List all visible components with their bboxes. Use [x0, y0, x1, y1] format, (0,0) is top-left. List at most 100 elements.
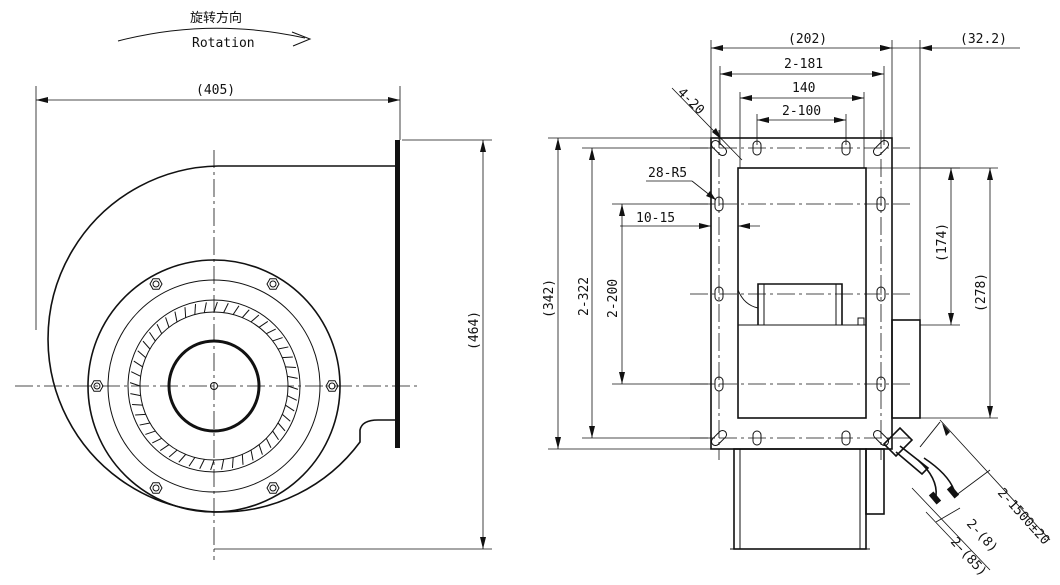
impeller-blade — [265, 438, 272, 448]
impeller-blade — [184, 307, 187, 318]
dim-corner-slot: 4-20 — [671, 85, 743, 161]
rotation-annotation: 旋转方向 Rotation — [117, 10, 312, 51]
dim-cable-length: 2-1500±20 — [939, 419, 1052, 548]
impeller-blade — [199, 459, 205, 469]
housing-body — [733, 448, 867, 550]
dim-inner-height: 2-200 — [606, 203, 712, 385]
impeller-blade — [266, 328, 276, 335]
impeller-blade — [131, 371, 141, 377]
bolt-nut-icon — [149, 482, 163, 494]
impeller-blade — [139, 422, 151, 426]
impeller-blade — [188, 457, 196, 467]
dim-wire-lengths: 2-(8) 2-(85) — [911, 487, 1000, 580]
impeller-blade — [152, 437, 162, 444]
impeller-blade — [129, 382, 141, 387]
dim-inner-span: 2-100 — [756, 104, 847, 145]
corner-slot-hole — [710, 139, 728, 157]
impeller-blade — [223, 303, 229, 313]
motor-end — [865, 448, 885, 515]
hole-span-text: 140 — [792, 81, 815, 96]
rotation-label-en: Rotation — [192, 36, 255, 51]
impeller-blade — [287, 375, 298, 379]
impeller-blade — [156, 324, 163, 334]
offset-text: (32.2) — [960, 32, 1007, 47]
impeller-blade — [159, 444, 170, 451]
cable-wire-1 — [917, 459, 937, 497]
rotation-label-cn: 旋转方向 — [190, 10, 242, 26]
dim-slot-length: 10-15 — [620, 211, 760, 229]
impeller-blade — [149, 331, 156, 342]
side-view: (202) (32.2) 2-181 140 — [542, 32, 1052, 580]
impeller-blade — [277, 346, 289, 350]
motor-block — [757, 283, 843, 325]
front-height-text: (464) — [467, 311, 482, 350]
bolt-nut-icon — [325, 380, 339, 392]
impeller-blade — [241, 454, 244, 465]
impeller-blade — [145, 430, 156, 435]
corner-slot-hole — [872, 139, 890, 157]
impeller-blade — [168, 449, 178, 458]
dim-casing-height: (278) — [920, 167, 998, 419]
impeller-blade — [272, 337, 283, 342]
outlet-opening — [737, 167, 867, 419]
impeller-blade — [178, 454, 187, 463]
inner-span-text: 2-100 — [782, 104, 821, 119]
impeller-blade — [135, 413, 146, 416]
impeller-blade — [165, 317, 170, 328]
impeller-blade — [174, 311, 178, 323]
round-holes-text: 28-R5 — [648, 166, 687, 181]
impeller-blade — [250, 449, 254, 461]
side-center-lines — [690, 130, 910, 460]
impeller-blade — [282, 356, 293, 359]
dim-hole-span: 140 — [739, 81, 865, 168]
corner-slot — [872, 139, 890, 157]
outlet-flange — [395, 140, 400, 448]
corner-slot-hole — [710, 429, 728, 447]
bolt-nut-icon — [266, 278, 280, 290]
impeller-blade — [130, 393, 141, 397]
dim-flange-height: 2-322 — [577, 147, 712, 439]
impeller-blade — [133, 360, 143, 368]
outlet-height-text: (174) — [935, 223, 950, 262]
impeller-blade — [221, 459, 225, 470]
impeller-blades — [129, 301, 299, 471]
bolt-nut-icon — [266, 482, 280, 494]
cable-gland — [882, 421, 960, 505]
impeller-blade — [137, 350, 146, 359]
impeller-blade — [272, 430, 279, 441]
impeller-blade — [277, 422, 286, 432]
front-view: (405) (464) — [15, 83, 492, 560]
scroll-housing-outline — [47, 165, 396, 513]
bolt-hole — [269, 484, 277, 492]
corner-slot — [872, 429, 890, 447]
cable-length-text: 2-1500±20 — [994, 486, 1052, 548]
flange-height-text: 2-322 — [577, 277, 592, 316]
dim-slot-span: 2-181 — [719, 57, 885, 145]
slot-length-text: 10-15 — [636, 211, 675, 226]
impeller-blade — [232, 305, 240, 315]
corner-slot — [710, 139, 728, 157]
dim-overall-height: (342) — [542, 137, 711, 450]
bolt-hole — [152, 484, 160, 492]
impeller-blade — [203, 302, 207, 313]
impeller-blade — [287, 385, 299, 390]
front-width-text: (405) — [196, 83, 235, 98]
impeller-blade — [142, 340, 151, 350]
impeller-blade — [287, 395, 297, 401]
impeller-blade — [241, 309, 250, 318]
inner-height-text: 2-200 — [606, 279, 621, 318]
slot-span-text: 2-181 — [784, 57, 823, 72]
rotation-arrow-head — [291, 31, 312, 47]
bolt-nut-icon — [149, 278, 163, 290]
dim-outlet-height: (174) — [866, 167, 960, 326]
rotation-arrow-arc — [117, 27, 306, 42]
cable-wire-2 — [923, 457, 955, 491]
bolt-hole — [152, 280, 160, 288]
dim-front-width: (405) — [35, 83, 401, 330]
impeller-blade — [258, 321, 269, 328]
casing-height-text: (278) — [974, 273, 989, 312]
corner-slot-hole — [872, 429, 890, 447]
impeller-blade — [132, 403, 143, 406]
motor-cable-curve — [737, 289, 759, 309]
corner-slot — [710, 429, 728, 447]
